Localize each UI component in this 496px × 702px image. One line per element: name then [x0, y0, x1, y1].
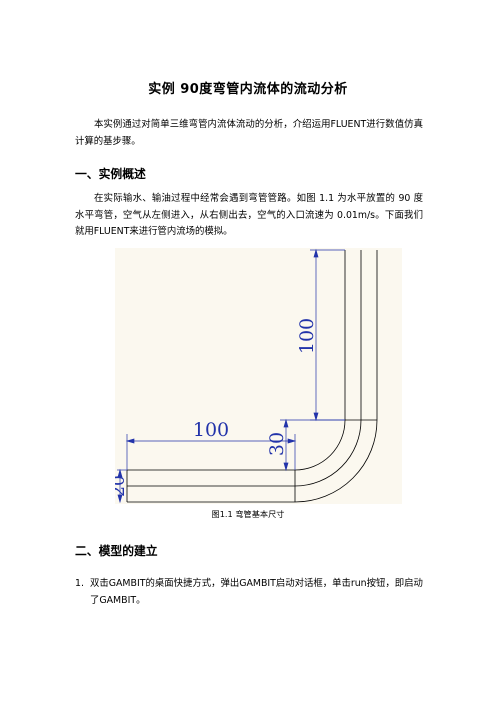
figure-caption: 图1.1 弯管基本尺寸: [211, 509, 285, 519]
dim-radius-arrow-top: [283, 418, 289, 428]
step-1: 1. 双击GAMBIT的桌面快捷方式，弹出GAMBIT启动对话框，单击run按钮…: [75, 576, 423, 609]
dim-vertical-arrow-top: [313, 248, 319, 258]
dim-radius-label: 30: [266, 432, 288, 456]
intro-paragraph: 本实例通过对简单三维弯管内流体流动的分析，介绍运用FLUENT进行数值仿真计算的…: [75, 119, 423, 147]
dim-radius-arrow-bottom: [283, 462, 289, 472]
page-title: 实例 90度弯管内流体的流动分析: [148, 82, 348, 97]
step-1-text: 双击GAMBIT的桌面快捷方式，弹出GAMBIT启动对话框，单击run按钮，即启…: [90, 578, 423, 606]
pipe-drawing: 100 100 30 20: [115, 248, 378, 504]
dim-vertical-label: 100: [296, 318, 318, 354]
section2-heading: 二、模型的建立: [75, 544, 158, 558]
dim-horizontal-arrow-left: [125, 438, 135, 444]
dim-diameter-arrow-top: [117, 468, 123, 478]
dim-diameter-label: 20: [115, 475, 129, 497]
section1-heading: 一、实例概述: [75, 167, 146, 181]
pipe-inner-wall: [127, 250, 346, 471]
pipe-outline: [126, 250, 378, 503]
dimension-lines: [117, 248, 345, 504]
section1-paragraph: 在实际输水、输油过程中经常会遇到弯管管路。如图 1.1 为水平放置的 90 度水…: [75, 193, 423, 237]
dim-horizontal-label: 100: [193, 419, 229, 441]
pipe-outer-wall: [127, 250, 378, 503]
dim-diameter-arrow-bottom: [117, 494, 123, 504]
dim-vertical-arrow-bottom: [313, 412, 319, 422]
step-1-number: 1.: [75, 578, 84, 589]
dim-horizontal-arrow-right: [287, 438, 297, 444]
pipe-center-line: [127, 250, 362, 487]
figure-pipe-diagram: 100 100 30 20: [115, 248, 402, 504]
